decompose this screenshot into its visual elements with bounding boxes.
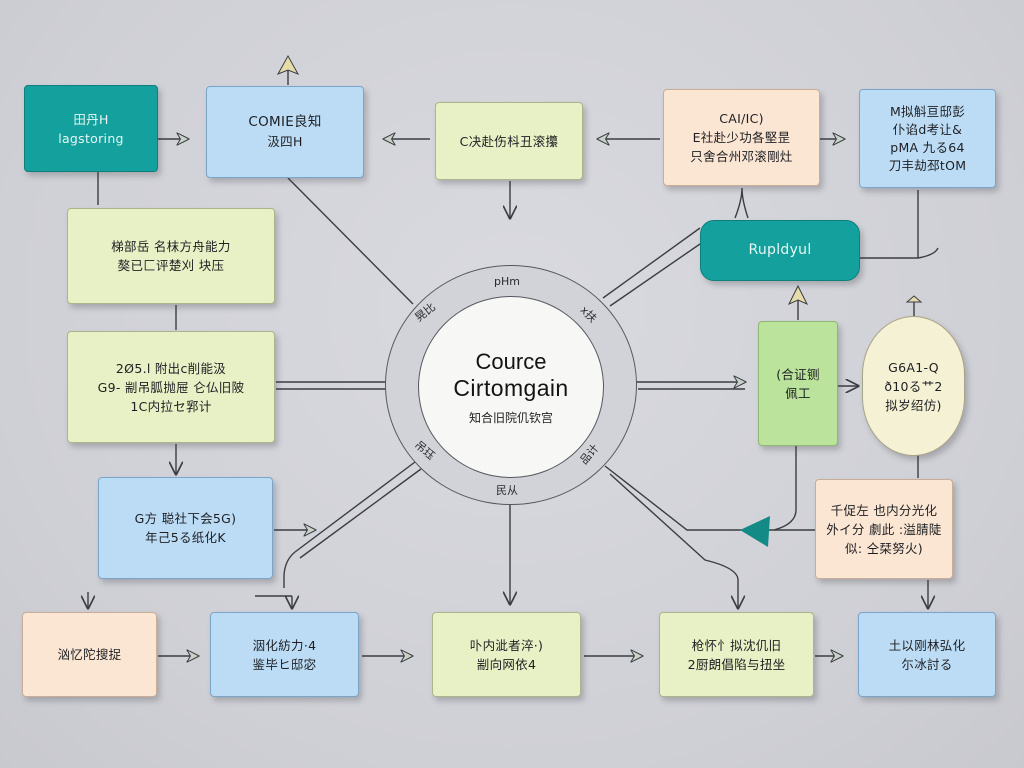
- node-text: 年己5る纸化K: [145, 530, 226, 545]
- node-text: 枪怀忄拟沈仉旧: [691, 637, 782, 653]
- node-text: E社赴少功各堅昰: [692, 130, 791, 145]
- node-text: 卟内泚者淬·): [469, 637, 544, 653]
- arrowhead-up: [905, 295, 923, 303]
- node-text: G6A1-Q: [888, 359, 939, 375]
- connector: [299, 468, 422, 559]
- central-topic[interactable]: Courcе Cirtomgain 知合旧院仉钦宫: [418, 296, 604, 478]
- node-right-oval[interactable]: G6A1-Q ð10る艹2 拟岁绍仿): [862, 316, 965, 456]
- connector: [602, 227, 701, 299]
- central-topic-title-line2: Cirtomgain: [453, 374, 569, 401]
- node-left-1[interactable]: 梯部岳 名枺方舟能力 獒已匚评楚刈 块压: [67, 208, 275, 304]
- node-text: 土以刚林弘化: [888, 637, 966, 653]
- connector: [604, 465, 815, 531]
- node-text: 梯部岳 名枺方舟能力: [111, 239, 231, 254]
- arrowhead-up: [787, 284, 809, 306]
- node-combined[interactable]: COMIE良知 汲四H: [206, 86, 364, 178]
- node-text: (合证铡: [776, 366, 820, 382]
- node-text: 似: 仝栞努火): [845, 540, 923, 556]
- node-text: 拟岁绍仿): [885, 397, 942, 413]
- node-left-3[interactable]: G方 聪社下会5G) 年己5る纸化K: [98, 477, 273, 579]
- connector: [609, 473, 738, 608]
- node-bottom-3[interactable]: 卟内泚者淬·) 剬向网依4: [432, 612, 581, 697]
- node-text: lagstoring: [58, 130, 124, 146]
- node-bottom-1[interactable]: 汹忆陀搜捉: [22, 612, 157, 697]
- node-text: 尓冰討る: [901, 656, 953, 672]
- node-text: 千促左 也内分光化: [830, 502, 938, 518]
- node-text: 只舍合州邓滚剛灶: [690, 149, 793, 164]
- teal-arrowhead: [740, 516, 770, 547]
- node-text: 剬向网依4: [476, 656, 537, 672]
- node-text: G方 聪社下会5G): [134, 511, 237, 526]
- node-text: C决赴伤枓丑滚攥: [459, 133, 559, 149]
- node-rupldyul[interactable]: Rupldyul: [700, 220, 860, 281]
- node-text: COMIE良知: [248, 114, 322, 130]
- connector: [287, 177, 414, 305]
- node-right-3[interactable]: 千促左 也内分光化 外イ分 劇此 :溢腈陡 似: 仝栞努火): [815, 479, 953, 579]
- node-text: 獒已匚评楚刈 块压: [117, 258, 225, 273]
- node-text: CAI/IC): [719, 111, 764, 126]
- node-text: 2厨朗倡陷与扭坐: [687, 656, 786, 672]
- connector: [734, 187, 749, 219]
- node-bottom-2[interactable]: 洇化紡力·4 鉴毕ヒ邸宓: [210, 612, 359, 697]
- node-bottom-4[interactable]: 枪怀忄拟沈仉旧 2厨朗倡陷与扭坐: [659, 612, 814, 697]
- node-text: 1C内拉セ郛计: [130, 398, 212, 414]
- node-mastering[interactable]: 田丹H lagstoring: [24, 85, 158, 172]
- arrowhead-up: [276, 54, 300, 75]
- node-text: 2Ø5.l 附出c削能汲: [115, 360, 227, 376]
- node-text: 汹忆陀搜捉: [57, 647, 122, 662]
- central-topic-title-line1: Courcе: [475, 348, 547, 374]
- node-top-right[interactable]: CAI/IC) E社赴少功各堅昰 只舍合州邓滚剛灶: [663, 89, 820, 186]
- connector: [860, 247, 939, 259]
- node-left-2[interactable]: 2Ø5.l 附出c削能汲 G9- 剬吊胍抛屉 仑仏旧陂 1C内拉セ郛计: [67, 331, 275, 443]
- node-right-green[interactable]: (合证铡 佩工: [758, 321, 838, 446]
- node-text: Rupldyul: [748, 242, 812, 258]
- node-top-center[interactable]: C决赴伤枓丑滚攥: [435, 102, 583, 180]
- ring-label-top: pHm: [494, 275, 520, 288]
- node-text: 鉴毕ヒ邸宓: [252, 656, 317, 672]
- node-text: M拟斛亘邸彭: [889, 103, 966, 119]
- node-bottom-5[interactable]: 土以刚林弘化 尓冰討る: [858, 612, 996, 697]
- node-text: G9- 剬吊胍抛屉 仑仏旧陂: [97, 379, 245, 395]
- node-text: ð10る艹2: [884, 378, 943, 394]
- connector: [609, 243, 701, 307]
- ring-label-bottom: 民从: [496, 484, 518, 497]
- node-text: 外イ分 劇此 :溢腈陡: [826, 521, 942, 537]
- central-topic-subtitle: 知合旧院仉钦宫: [468, 410, 553, 425]
- node-far-right[interactable]: M拟斛亘邸彭 仆谄d考让& pMA 九る64 刀丰劫邳tOM: [859, 89, 996, 188]
- node-text: 汲四H: [267, 134, 303, 149]
- node-text: 仆谄d考让&: [892, 121, 963, 137]
- node-text: 田丹H: [73, 111, 109, 127]
- node-text: 刀丰劫邳tOM: [888, 157, 967, 173]
- connector: [283, 461, 416, 588]
- connector: [773, 446, 797, 531]
- node-text: 佩工: [785, 385, 811, 401]
- node-text: 洇化紡力·4: [252, 637, 317, 653]
- node-text: pMA 九る64: [890, 139, 965, 155]
